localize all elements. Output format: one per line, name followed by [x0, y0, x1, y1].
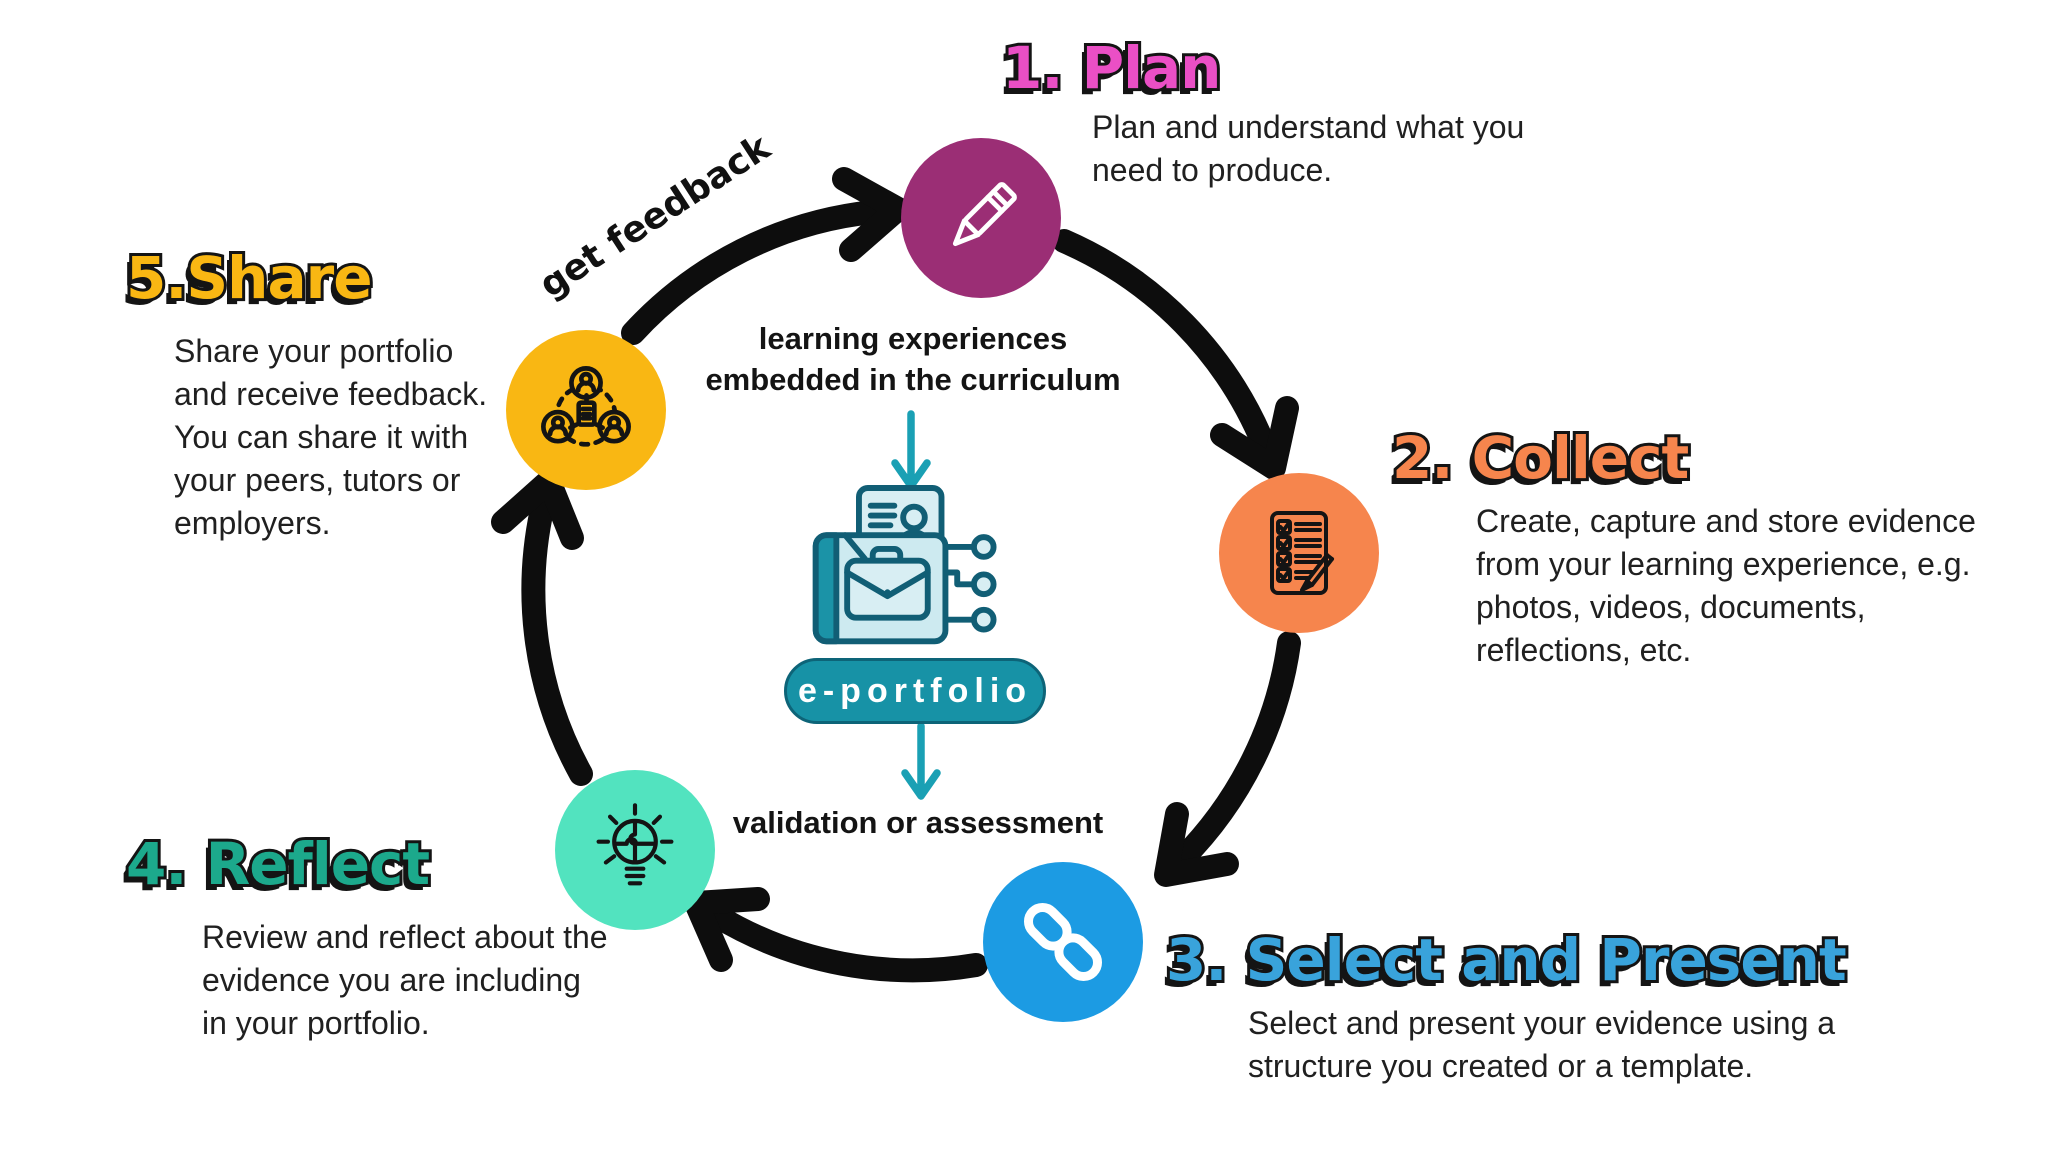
eportfolio-pill: e-portfolio	[784, 658, 1046, 724]
learning-label: learning experiences embedded in the cur…	[663, 318, 1163, 400]
learning-label-line2: embedded in the curriculum	[705, 362, 1121, 397]
validation-label: validation or assessment	[732, 805, 1104, 840]
arrowhead-at-select	[1154, 802, 1239, 887]
teal-down-arrow-top	[891, 410, 931, 490]
learning-label-line1: learning experiences	[758, 321, 1068, 356]
step-3-description: Select and present your evidence using a…	[1248, 1005, 1836, 1084]
step-4-title: 4. Reflect	[123, 827, 433, 901]
arc-plan-to-collect	[1052, 229, 1276, 457]
arc-collect-to-select	[1170, 631, 1301, 871]
arc-select-to-reflect	[705, 904, 988, 983]
select-circle	[983, 862, 1143, 1022]
step-1-title: 1. Plan	[999, 31, 1224, 105]
step-4-description: Review and reflect about the evidence yo…	[202, 919, 608, 1041]
checklist-icon	[1270, 511, 1334, 595]
share-network-icon	[541, 366, 631, 447]
arrowhead-at-collect	[1210, 396, 1299, 480]
link-icon	[1023, 902, 1103, 982]
step-2-description: Create, capture and store evidence from …	[1476, 503, 1976, 668]
arc-share-to-plan	[621, 200, 885, 345]
teal-down-arrow-bottom	[901, 722, 941, 800]
pencil-icon	[952, 182, 1017, 247]
step-5-description: Share your portfolio and receive feedbac…	[174, 333, 488, 541]
plan-circle	[901, 138, 1061, 298]
portfolio-folder-icon	[812, 485, 997, 645]
arrowhead-at-plan	[832, 167, 910, 262]
reflect-circle	[555, 770, 715, 930]
arrowhead-at-reflect	[684, 887, 770, 972]
arc-reflect-to-share	[521, 493, 593, 786]
step-5-title: 5.Share	[123, 241, 376, 315]
lightbulb-puzzle-icon	[596, 803, 674, 886]
step-2-title: 2. Collect	[1389, 421, 1692, 495]
eportfolio-graphic	[800, 482, 1026, 664]
collect-circle	[1219, 473, 1379, 633]
eportfolio-pill-label: e-portfolio	[797, 671, 1033, 710]
share-circle	[506, 330, 666, 490]
step-3-title: 3. Select and Present	[1163, 923, 1850, 997]
step-1-description: Plan and understand what you need to pro…	[1092, 109, 1525, 188]
